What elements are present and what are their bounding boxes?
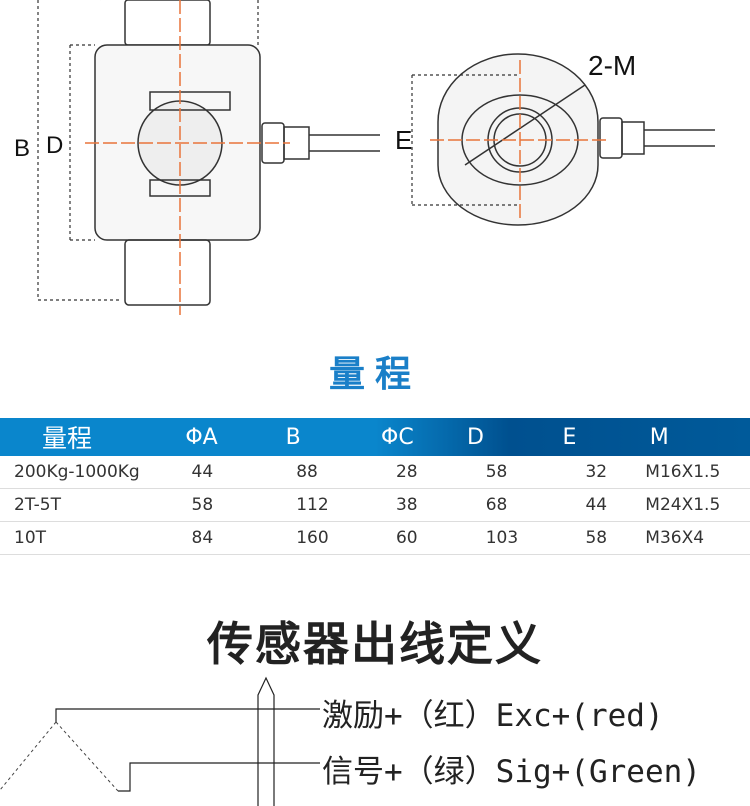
header-cell: M: [649, 424, 669, 450]
table-cell: 58: [191, 495, 214, 515]
header-cell: 量程: [42, 424, 93, 453]
table-cell: 88: [296, 462, 318, 482]
dimension-drawing: [37, 0, 715, 315]
table-cell: 112: [296, 495, 329, 515]
table-cell: 68: [485, 495, 508, 515]
table-cell: M36X4: [645, 528, 705, 548]
table-cell: 58: [485, 462, 508, 482]
table-header: 量程 ΦA B ΦC D E M: [0, 418, 750, 456]
wire-excitation-plus: 激励+（红）Exc+(red): [322, 698, 664, 734]
table-cell: 32: [585, 462, 608, 482]
section-title: 量程: [328, 354, 421, 395]
dim-label-e: E: [395, 125, 413, 155]
header-cell: D: [466, 424, 484, 450]
dim-label-2m: 2-M: [588, 50, 637, 81]
table-row: 2T-5T 58 112 38 68 44 M24X1.5: [0, 489, 750, 522]
table-cell: 44: [585, 495, 608, 515]
table-row: 10T 84 160 60 103 58 M36X4: [0, 522, 750, 555]
table-cell: 84: [191, 528, 214, 548]
table-cell: 160: [296, 528, 329, 548]
table-cell: 44: [191, 462, 214, 482]
header-cell: ΦA: [185, 424, 218, 450]
table-cell: 38: [395, 495, 418, 515]
wire-signal-plus: 信号+（绿）Sig+(Green): [322, 754, 701, 790]
table-cell: 28: [395, 462, 418, 482]
dim-label-d: D: [46, 132, 64, 159]
table-cell: 60: [395, 528, 418, 548]
wiring-title: 传感器出线定义: [207, 617, 543, 671]
dim-label-b: B: [14, 135, 31, 162]
table-cell: 103: [485, 528, 519, 548]
header-cell: B: [285, 424, 301, 450]
table-cell: 10T: [14, 528, 47, 548]
table-cell: 200Kg-1000Kg: [14, 462, 140, 482]
table-cell: M16X1.5: [645, 462, 721, 482]
table-cell: 2T-5T: [14, 495, 61, 515]
table-row: 200Kg-1000Kg 44 88 28 58 32 M16X1.5: [0, 456, 750, 489]
table-cell: M24X1.5: [645, 495, 721, 515]
header-cell: E: [562, 424, 577, 450]
header-cell: ΦC: [381, 424, 414, 450]
table-cell: 58: [585, 528, 608, 548]
